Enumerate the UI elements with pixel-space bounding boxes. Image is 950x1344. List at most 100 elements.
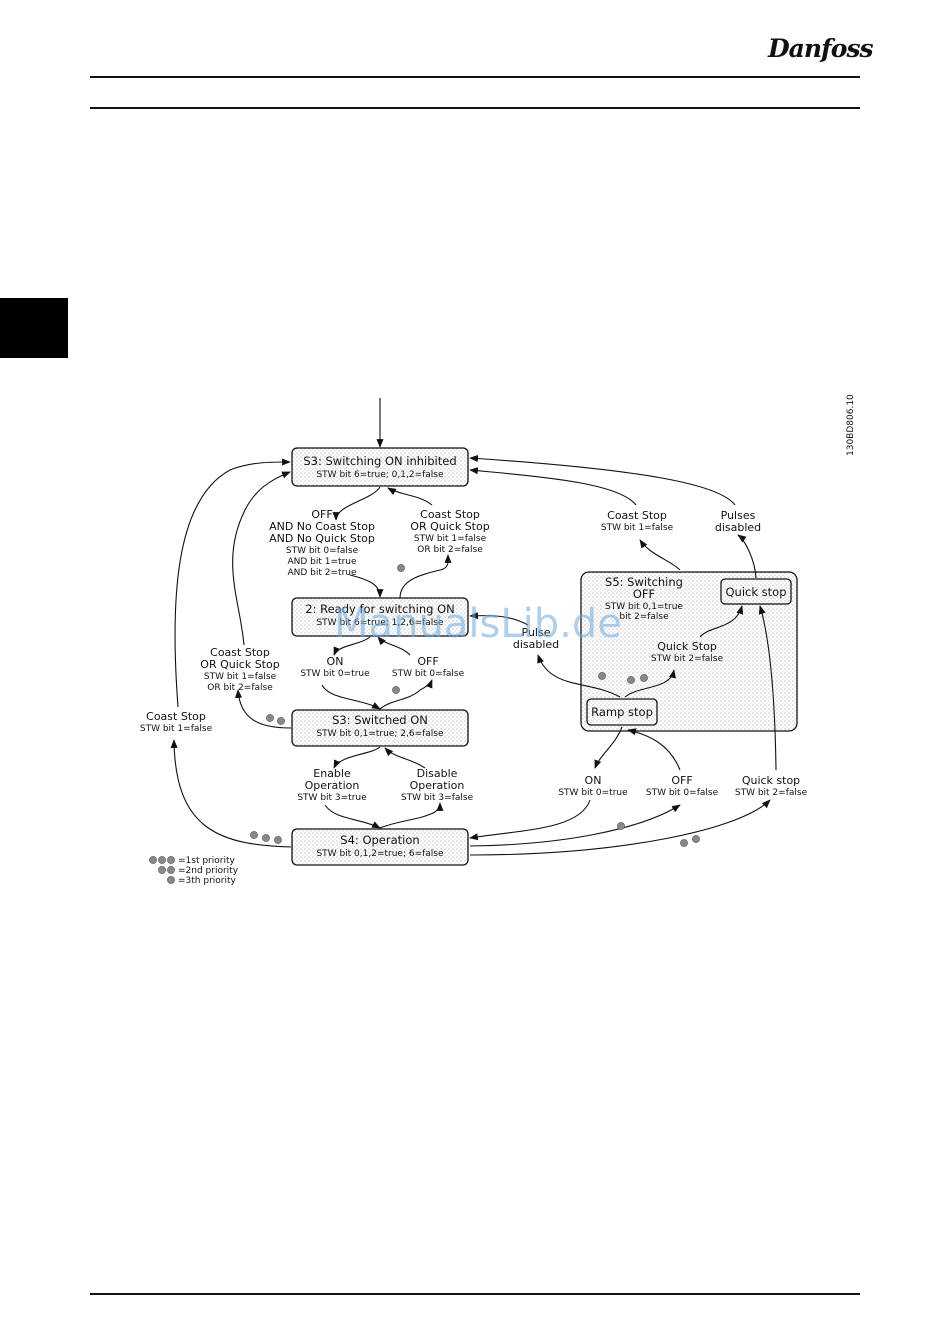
- arrow-on-to-operation: [469, 799, 591, 841]
- label-off-1: OFF STW bit 0=false: [392, 655, 465, 679]
- svg-text:STW bit 3=true: STW bit 3=true: [297, 793, 367, 803]
- s3-inhibited-box: [291, 447, 469, 487]
- svg-text:STW bit 3=false: STW bit 3=false: [401, 793, 474, 803]
- s3-switched-on-cond: STW bit 0,1=true; 2,6=false: [316, 729, 444, 739]
- brand-logo: Danfoss: [768, 34, 874, 63]
- arrow-off-to-ready: [377, 636, 411, 656]
- arrow-ramp-to-quickstop-label: [624, 669, 676, 698]
- svg-text:ON: ON: [585, 774, 602, 787]
- svg-text:AND bit 1=true: AND bit 1=true: [287, 557, 356, 567]
- doc-id: 130BD806.10: [846, 394, 856, 456]
- footer-rule: [90, 1293, 860, 1295]
- svg-text:STW bit 0=false: STW bit 0=false: [646, 788, 719, 798]
- svg-text:Coast Stop: Coast Stop: [420, 508, 480, 521]
- svg-text:AND No Coast Stop: AND No Coast Stop: [269, 520, 375, 533]
- quick-stop-box: [720, 578, 792, 605]
- svg-text:OR bit 2=false: OR bit 2=false: [417, 545, 483, 555]
- label-quick-stop-2: Quick stop STW bit 2=false: [735, 774, 808, 798]
- svg-text:AND No Quick Stop: AND No Quick Stop: [269, 532, 375, 545]
- arrow-ramp-to-pulse-disabled: [537, 654, 621, 698]
- arrow-operation-quickstop-out: [469, 799, 771, 856]
- svg-text:STW bit 0=false: STW bit 0=false: [392, 669, 465, 679]
- svg-text:Pulses: Pulses: [721, 509, 756, 522]
- svg-text:disabled: disabled: [513, 638, 559, 651]
- svg-text:STW bit 0=true: STW bit 0=true: [558, 788, 628, 798]
- label-coast-or-quick-left: Coast Stop OR Quick Stop STW bit 1=false…: [200, 646, 279, 693]
- header-rule-top: [90, 76, 860, 78]
- s4-operation-cond: STW bit 0,1,2=true; 6=false: [316, 849, 444, 859]
- label-pulse-disabled-mid: Pulse disabled: [513, 626, 559, 651]
- label-quick-stop-s5: Quick Stop STW bit 2=false: [651, 640, 724, 664]
- svg-text:Coast Stop: Coast Stop: [210, 646, 270, 659]
- s3-inhibited-cond: STW bit 6=true; 0,1,2=false: [316, 470, 444, 480]
- svg-text:STW bit 1=false: STW bit 1=false: [601, 523, 674, 533]
- svg-text:STW bit 1=false: STW bit 1=false: [414, 534, 487, 544]
- arrow-coast-left-to-inhibited: [232, 471, 291, 646]
- label-coast-or-quick-top: Coast Stop OR Quick Stop STW bit 1=false…: [410, 508, 489, 555]
- svg-text:AND bit 2=true: AND bit 2=true: [287, 568, 356, 578]
- s2-ready-box: [291, 597, 469, 637]
- s3-switched-on-title: S3: Switched ON: [332, 713, 428, 727]
- arrow-off-no-stop-out: [332, 486, 381, 521]
- arrow-switched-off-out: [379, 679, 433, 710]
- arrow-s5-coast-to-inhibited: [469, 467, 637, 506]
- arrow-disable-in: [384, 747, 426, 769]
- arrow-disable-out: [379, 802, 444, 829]
- legend-3rd: =3th priority: [178, 876, 237, 886]
- arrow-switched-to-coast-left: [235, 689, 292, 729]
- svg-text:STW bit 0=true: STW bit 0=true: [300, 669, 370, 679]
- arrow-quickstop-to-box: [758, 605, 777, 771]
- chapter-tab: [0, 298, 68, 358]
- svg-text:OFF: OFF: [417, 655, 438, 668]
- arrow-ready-on-out: [333, 636, 371, 656]
- svg-text:Operation: Operation: [410, 779, 465, 792]
- s4-operation-title: S4: Operation: [340, 833, 419, 847]
- arrow-enable-in: [324, 804, 381, 829]
- arrow-ramp-on-out: [594, 726, 623, 769]
- s2-ready-cond: STW bit 6=true; 1,2,6=false: [316, 618, 444, 628]
- arrow-pulse-disabled-to-ready: [469, 612, 529, 626]
- svg-text:OR bit 2=false: OR bit 2=false: [207, 683, 273, 693]
- label-off-no-stop: OFF AND No Coast Stop AND No Quick Stop …: [269, 508, 375, 578]
- label-off-2: OFF STW bit 0=false: [646, 774, 719, 798]
- arrow-s5-coast-out: [639, 539, 681, 571]
- svg-text:STW bit 0=false: STW bit 0=false: [286, 546, 359, 556]
- svg-text:disabled: disabled: [715, 521, 761, 534]
- svg-text:Quick Stop: Quick Stop: [657, 640, 717, 653]
- s5-title-2: OFF: [633, 587, 655, 601]
- arrow-quickstop-to-pulses: [737, 534, 757, 579]
- arrow-enable-out: [333, 746, 381, 769]
- label-coast-stop-far: Coast Stop STW bit 1=false: [140, 710, 213, 734]
- s3-switched-on-box: [291, 709, 469, 747]
- s5-cond-1: STW bit 0,1=true: [605, 602, 683, 612]
- svg-text:OR Quick Stop: OR Quick Stop: [410, 520, 489, 533]
- s3-inhibited-title: S3: Switching ON inhibited: [303, 454, 456, 468]
- arrow-off-to-ramp: [627, 728, 681, 771]
- s5-title-1: S5: Switching: [605, 575, 683, 589]
- arrow-ready-to-coast: [399, 554, 452, 599]
- svg-text:Coast Stop: Coast Stop: [146, 710, 206, 723]
- svg-text:Pulse: Pulse: [522, 626, 551, 639]
- arrow-coast-to-inhibited: [387, 487, 433, 506]
- label-pulses-disabled: Pulses disabled: [715, 509, 761, 534]
- s5-cond-2: bit 2=false: [619, 612, 669, 622]
- watermark: ManualsLib.de: [334, 601, 622, 647]
- label-on-1: ON STW bit 0=true: [300, 655, 370, 679]
- priority-dots: [250, 564, 700, 847]
- s4-operation-box: [291, 828, 469, 866]
- svg-text:STW bit 2=false: STW bit 2=false: [651, 654, 724, 664]
- svg-text:STW bit 2=false: STW bit 2=false: [735, 788, 808, 798]
- svg-text:Operation: Operation: [305, 779, 360, 792]
- svg-text:Enable: Enable: [313, 767, 351, 780]
- arrow-pulses-to-inhibited: [469, 455, 736, 506]
- svg-text:Coast Stop: Coast Stop: [607, 509, 667, 522]
- svg-text:OFF: OFF: [311, 508, 332, 521]
- svg-text:Quick stop: Quick stop: [742, 774, 800, 787]
- label-on-2: ON STW bit 0=true: [558, 774, 628, 798]
- svg-text:Disable: Disable: [417, 767, 458, 780]
- legend-1st: =1st priority: [178, 856, 235, 866]
- quick-stop-box-label: Quick stop: [725, 585, 786, 599]
- label-coast-stop-s5: Coast Stop STW bit 1=false: [601, 509, 674, 533]
- svg-text:ON: ON: [327, 655, 344, 668]
